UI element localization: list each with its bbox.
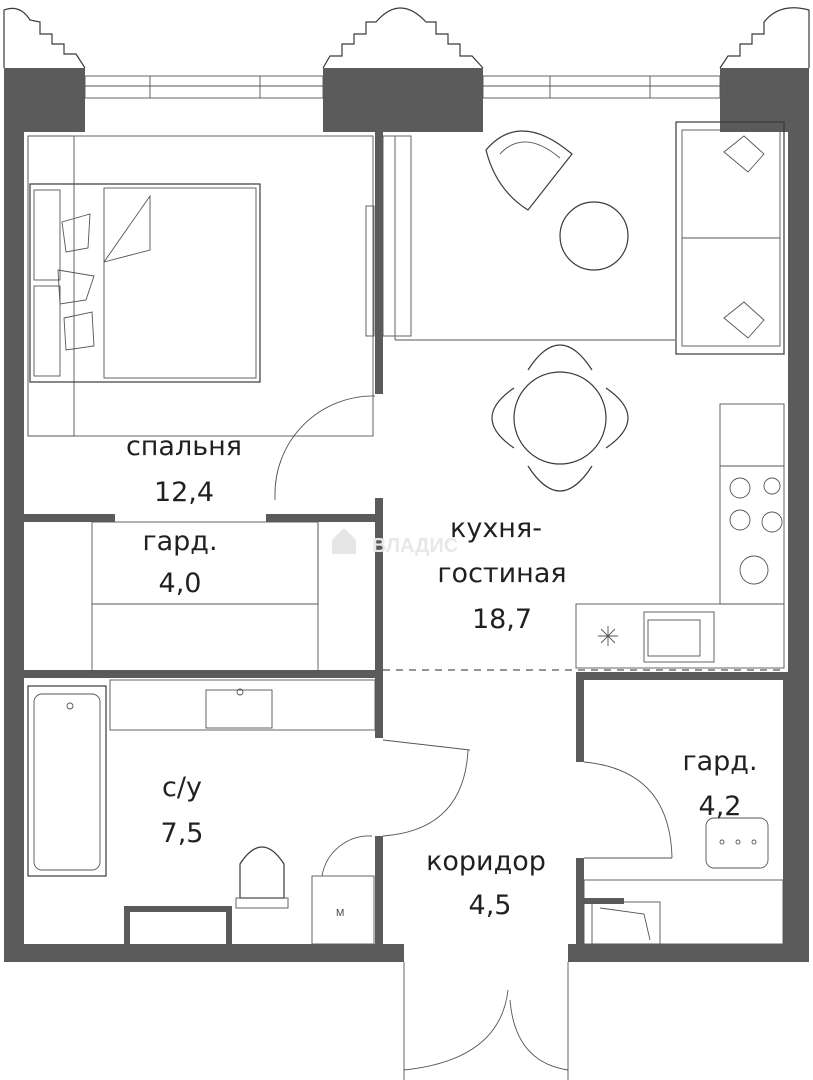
corridor-area: 4,5 [469, 890, 512, 921]
dining-table-icon [491, 344, 629, 492]
walls [4, 68, 809, 962]
bedroom-door [274, 395, 376, 500]
bed-icon [29, 183, 261, 383]
sink-icon [643, 611, 715, 663]
toilet-icon [235, 846, 289, 909]
balcony-outline [3, 7, 810, 99]
wardrobe2-name: гард. [682, 746, 757, 777]
armchair-icon [485, 130, 573, 211]
sofa-icon [675, 121, 785, 355]
wardrobe1-name: гард. [142, 526, 217, 557]
wardrobe1-furniture [91, 521, 319, 673]
washer-icon [705, 817, 769, 869]
bathtub-icon [27, 685, 107, 877]
corridor-name: коридор [426, 846, 546, 877]
bedroom-furniture [27, 135, 375, 437]
bathroom-furniture: M [27, 679, 376, 945]
kitchen-name-line1: кухня- [450, 513, 542, 544]
stove-icon [729, 477, 783, 585]
bathroom-area: 7,5 [161, 818, 204, 849]
wardrobe2-furniture [583, 817, 784, 945]
bathroom-name: с/у [162, 772, 202, 803]
corridor-doors [382, 739, 673, 1080]
kitchen-area: 18,7 [472, 604, 532, 635]
coffee-table-icon [559, 201, 629, 271]
watermark: ВЛАДИС [332, 528, 458, 557]
wardrobe1-area: 4,0 [159, 568, 202, 599]
wardrobe2-area: 4,2 [699, 791, 742, 822]
kitchen-name-line2: гостиная [437, 558, 566, 589]
bedroom-name: спальня [126, 431, 242, 462]
watermark-text: ВЛАДИС [372, 535, 458, 557]
water-meter-icon: M [336, 908, 344, 919]
living-furniture [382, 121, 785, 669]
bedroom-area: 12,4 [154, 477, 214, 508]
